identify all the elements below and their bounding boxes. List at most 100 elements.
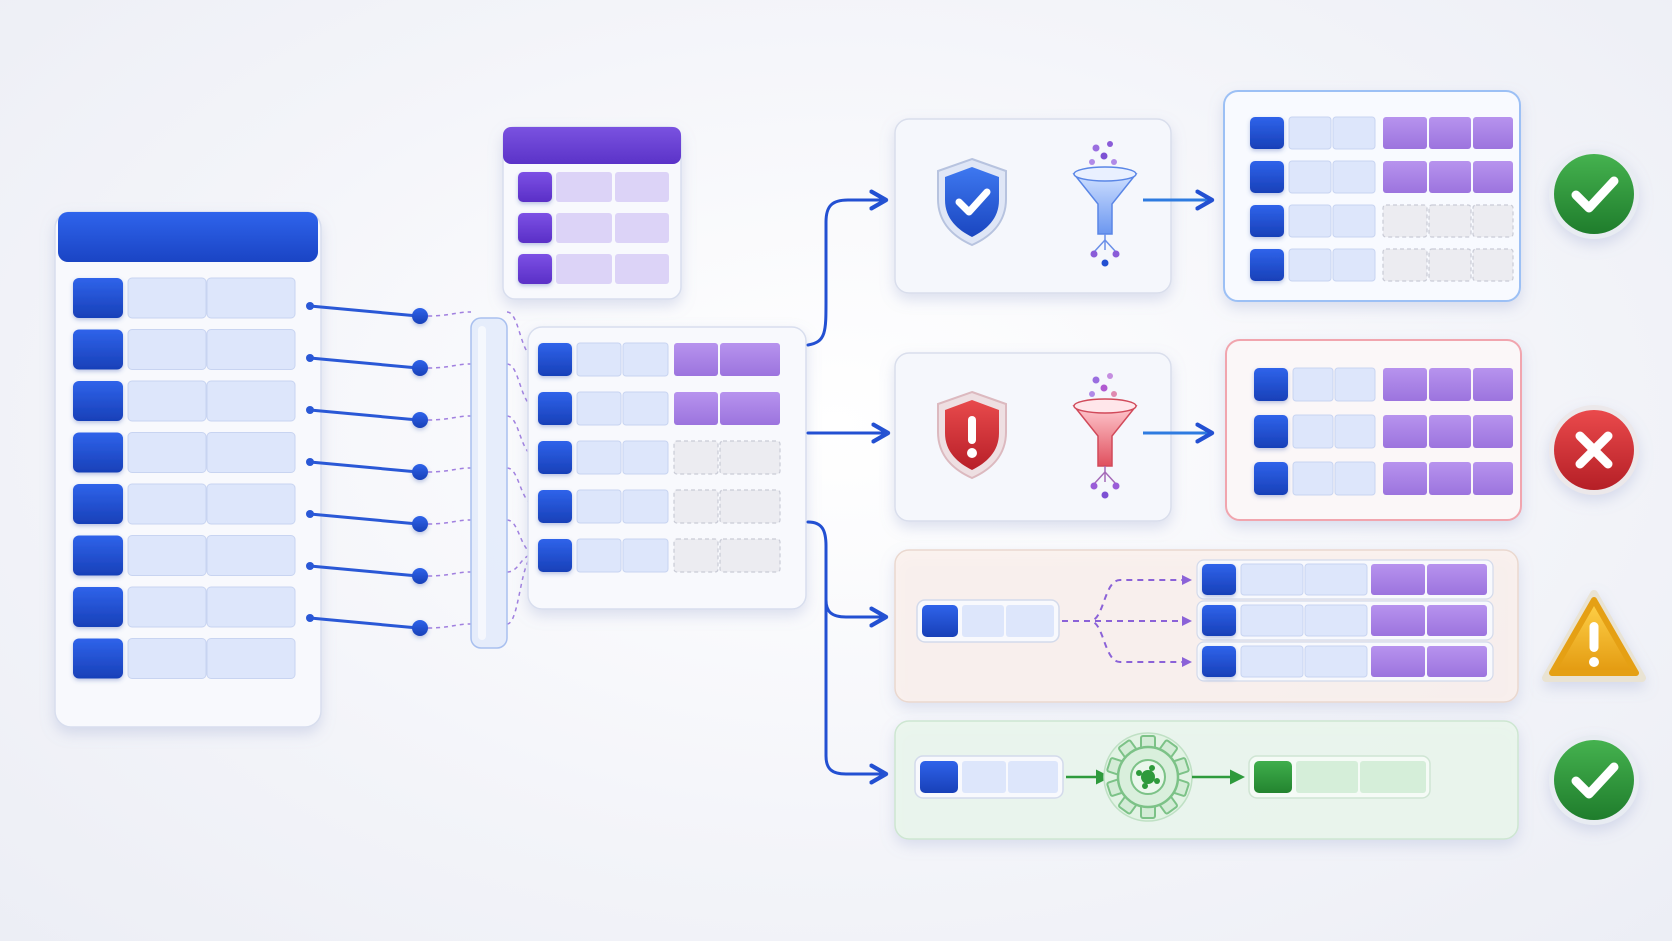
connector-pin: [306, 458, 314, 466]
row-key: [538, 539, 572, 572]
matched-cell: [1383, 415, 1427, 448]
row-cell: [622, 440, 669, 475]
row-cell: [1288, 204, 1332, 238]
route-arrow-fanout: [806, 520, 889, 628]
outcome-rejected: [894, 339, 1639, 522]
row-key: [73, 484, 123, 524]
connector-pin: [412, 568, 428, 584]
matched-cell: [1473, 117, 1513, 149]
empty-cell: [1428, 204, 1472, 238]
transform-panel: [894, 720, 1519, 840]
row-cell: [622, 489, 669, 524]
routing-arrows: [806, 189, 891, 785]
matched-cell: [1473, 415, 1513, 448]
row-cell: [556, 172, 612, 202]
row-cell: [576, 538, 622, 573]
row-key: [1250, 205, 1284, 237]
row-cell: [206, 535, 296, 576]
key-connector: [306, 406, 537, 457]
connector-pin: [412, 516, 428, 532]
row-key: [73, 381, 123, 421]
row-key: [538, 490, 572, 523]
row-key: [73, 587, 123, 627]
row-cell: [127, 638, 207, 679]
connector-pin: [412, 308, 428, 324]
shield-alert-icon: [937, 390, 1007, 480]
row-key: [1202, 646, 1236, 677]
rejected-row: [1254, 461, 1513, 496]
row-key: [73, 278, 123, 318]
row-cell: [615, 254, 669, 284]
matched-cell: [1473, 161, 1513, 193]
row-key: [518, 172, 552, 202]
row-cell: [576, 440, 622, 475]
row-key: [1202, 605, 1236, 636]
success-badge: [1549, 735, 1639, 825]
matched-cell: [1473, 462, 1513, 495]
connector-pin: [306, 562, 314, 570]
connector-pin: [306, 614, 314, 622]
outcome-transform: [894, 720, 1639, 840]
row-cell: [1006, 605, 1054, 637]
key-connector: [306, 302, 537, 359]
rejected-result-rows: [1254, 367, 1513, 496]
row-cell: [206, 483, 296, 525]
connector-rod: [308, 304, 420, 318]
rejection-panel: [894, 352, 1172, 522]
source-row: [73, 432, 296, 473]
x-icon: [1575, 431, 1613, 469]
lookup-table: [502, 126, 682, 300]
row-cell: [206, 380, 296, 422]
row-cell: [206, 277, 296, 319]
joined-row: [538, 391, 780, 426]
row-key: [1202, 564, 1236, 595]
row-cell: [127, 586, 207, 628]
connector-dash: [427, 553, 537, 577]
row-key: [73, 535, 123, 576]
fanout-row: [1196, 641, 1494, 682]
validated-row: [1250, 160, 1513, 194]
row-cell: [1332, 160, 1376, 194]
source-row: [73, 483, 296, 525]
connector-pin: [412, 464, 428, 480]
row-cell: [1332, 116, 1376, 150]
row-cell: [1332, 204, 1376, 238]
connector-rod: [308, 616, 420, 630]
connector-dash: [427, 311, 537, 359]
connector-pin: [412, 360, 428, 376]
lookup-row: [518, 213, 669, 243]
matched-cell: [1371, 646, 1425, 677]
source-table: [54, 211, 322, 728]
key-connector: [306, 553, 537, 584]
matched-cell: [1429, 117, 1471, 149]
matched-cell: [1429, 462, 1471, 495]
row-cell: [622, 538, 669, 573]
row-key: [1254, 761, 1292, 793]
row-key: [922, 605, 958, 637]
row-cell: [962, 605, 1004, 637]
validated-row: [1250, 204, 1514, 238]
validation-panel: [894, 118, 1172, 294]
row-key: [1254, 462, 1288, 495]
joined-row: [538, 489, 781, 524]
row-cell: [622, 342, 669, 377]
row-cell: [556, 213, 612, 243]
row-key: [73, 432, 123, 473]
row-cell: [206, 329, 296, 370]
row-key: [920, 761, 958, 793]
empty-cell: [1472, 248, 1514, 282]
row-cell: [1240, 604, 1304, 637]
connector-pin: [412, 412, 428, 428]
matched-cell: [1383, 117, 1427, 149]
check-icon: [1571, 176, 1619, 213]
success-badge: [1549, 149, 1639, 239]
row-key: [73, 329, 123, 370]
row-key: [1250, 161, 1284, 193]
matched-cell: [1429, 368, 1471, 401]
matched-cell: [720, 343, 780, 376]
matched-cell: [1383, 462, 1427, 495]
lookup-row: [518, 254, 669, 284]
fanout-row: [1196, 600, 1494, 641]
connector-pin: [306, 510, 314, 518]
connector-rod: [308, 356, 420, 370]
